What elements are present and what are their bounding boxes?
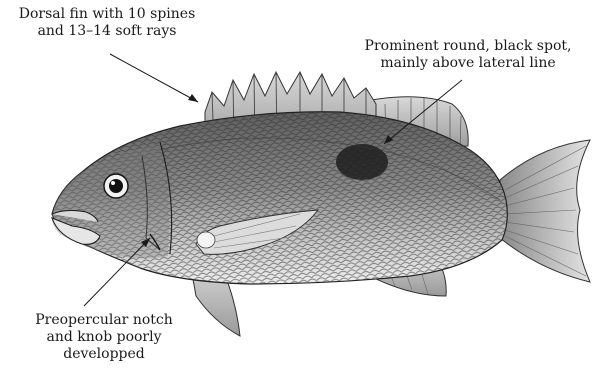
caudal-fin [500, 140, 590, 282]
preopercular-annotation: Preopercular notch and knob poorly devel… [4, 312, 204, 363]
pupil [109, 179, 123, 193]
dorsal-fin-leader [110, 54, 198, 102]
black-spot-annotation: Prominent round, black spot, mainly abov… [348, 38, 588, 72]
dorsal-fin-annotation-line-1: Dorsal fin with 10 spines [2, 6, 212, 23]
black-spot [336, 144, 388, 180]
black-spot-annotation-line-2: mainly above lateral line [348, 55, 588, 72]
head [52, 144, 169, 259]
preopercular-annotation-line-3: developped [4, 346, 204, 363]
dorsal-fin-annotation: Dorsal fin with 10 spines and 13–14 soft… [2, 6, 212, 40]
preopercular-annotation-line-2: and knob poorly [4, 329, 204, 346]
dorsal-fin-annotation-line-2: and 13–14 soft rays [2, 23, 212, 40]
black-spot-annotation-line-1: Prominent round, black spot, [348, 38, 588, 55]
preopercular-annotation-line-1: Preopercular notch [4, 312, 204, 329]
